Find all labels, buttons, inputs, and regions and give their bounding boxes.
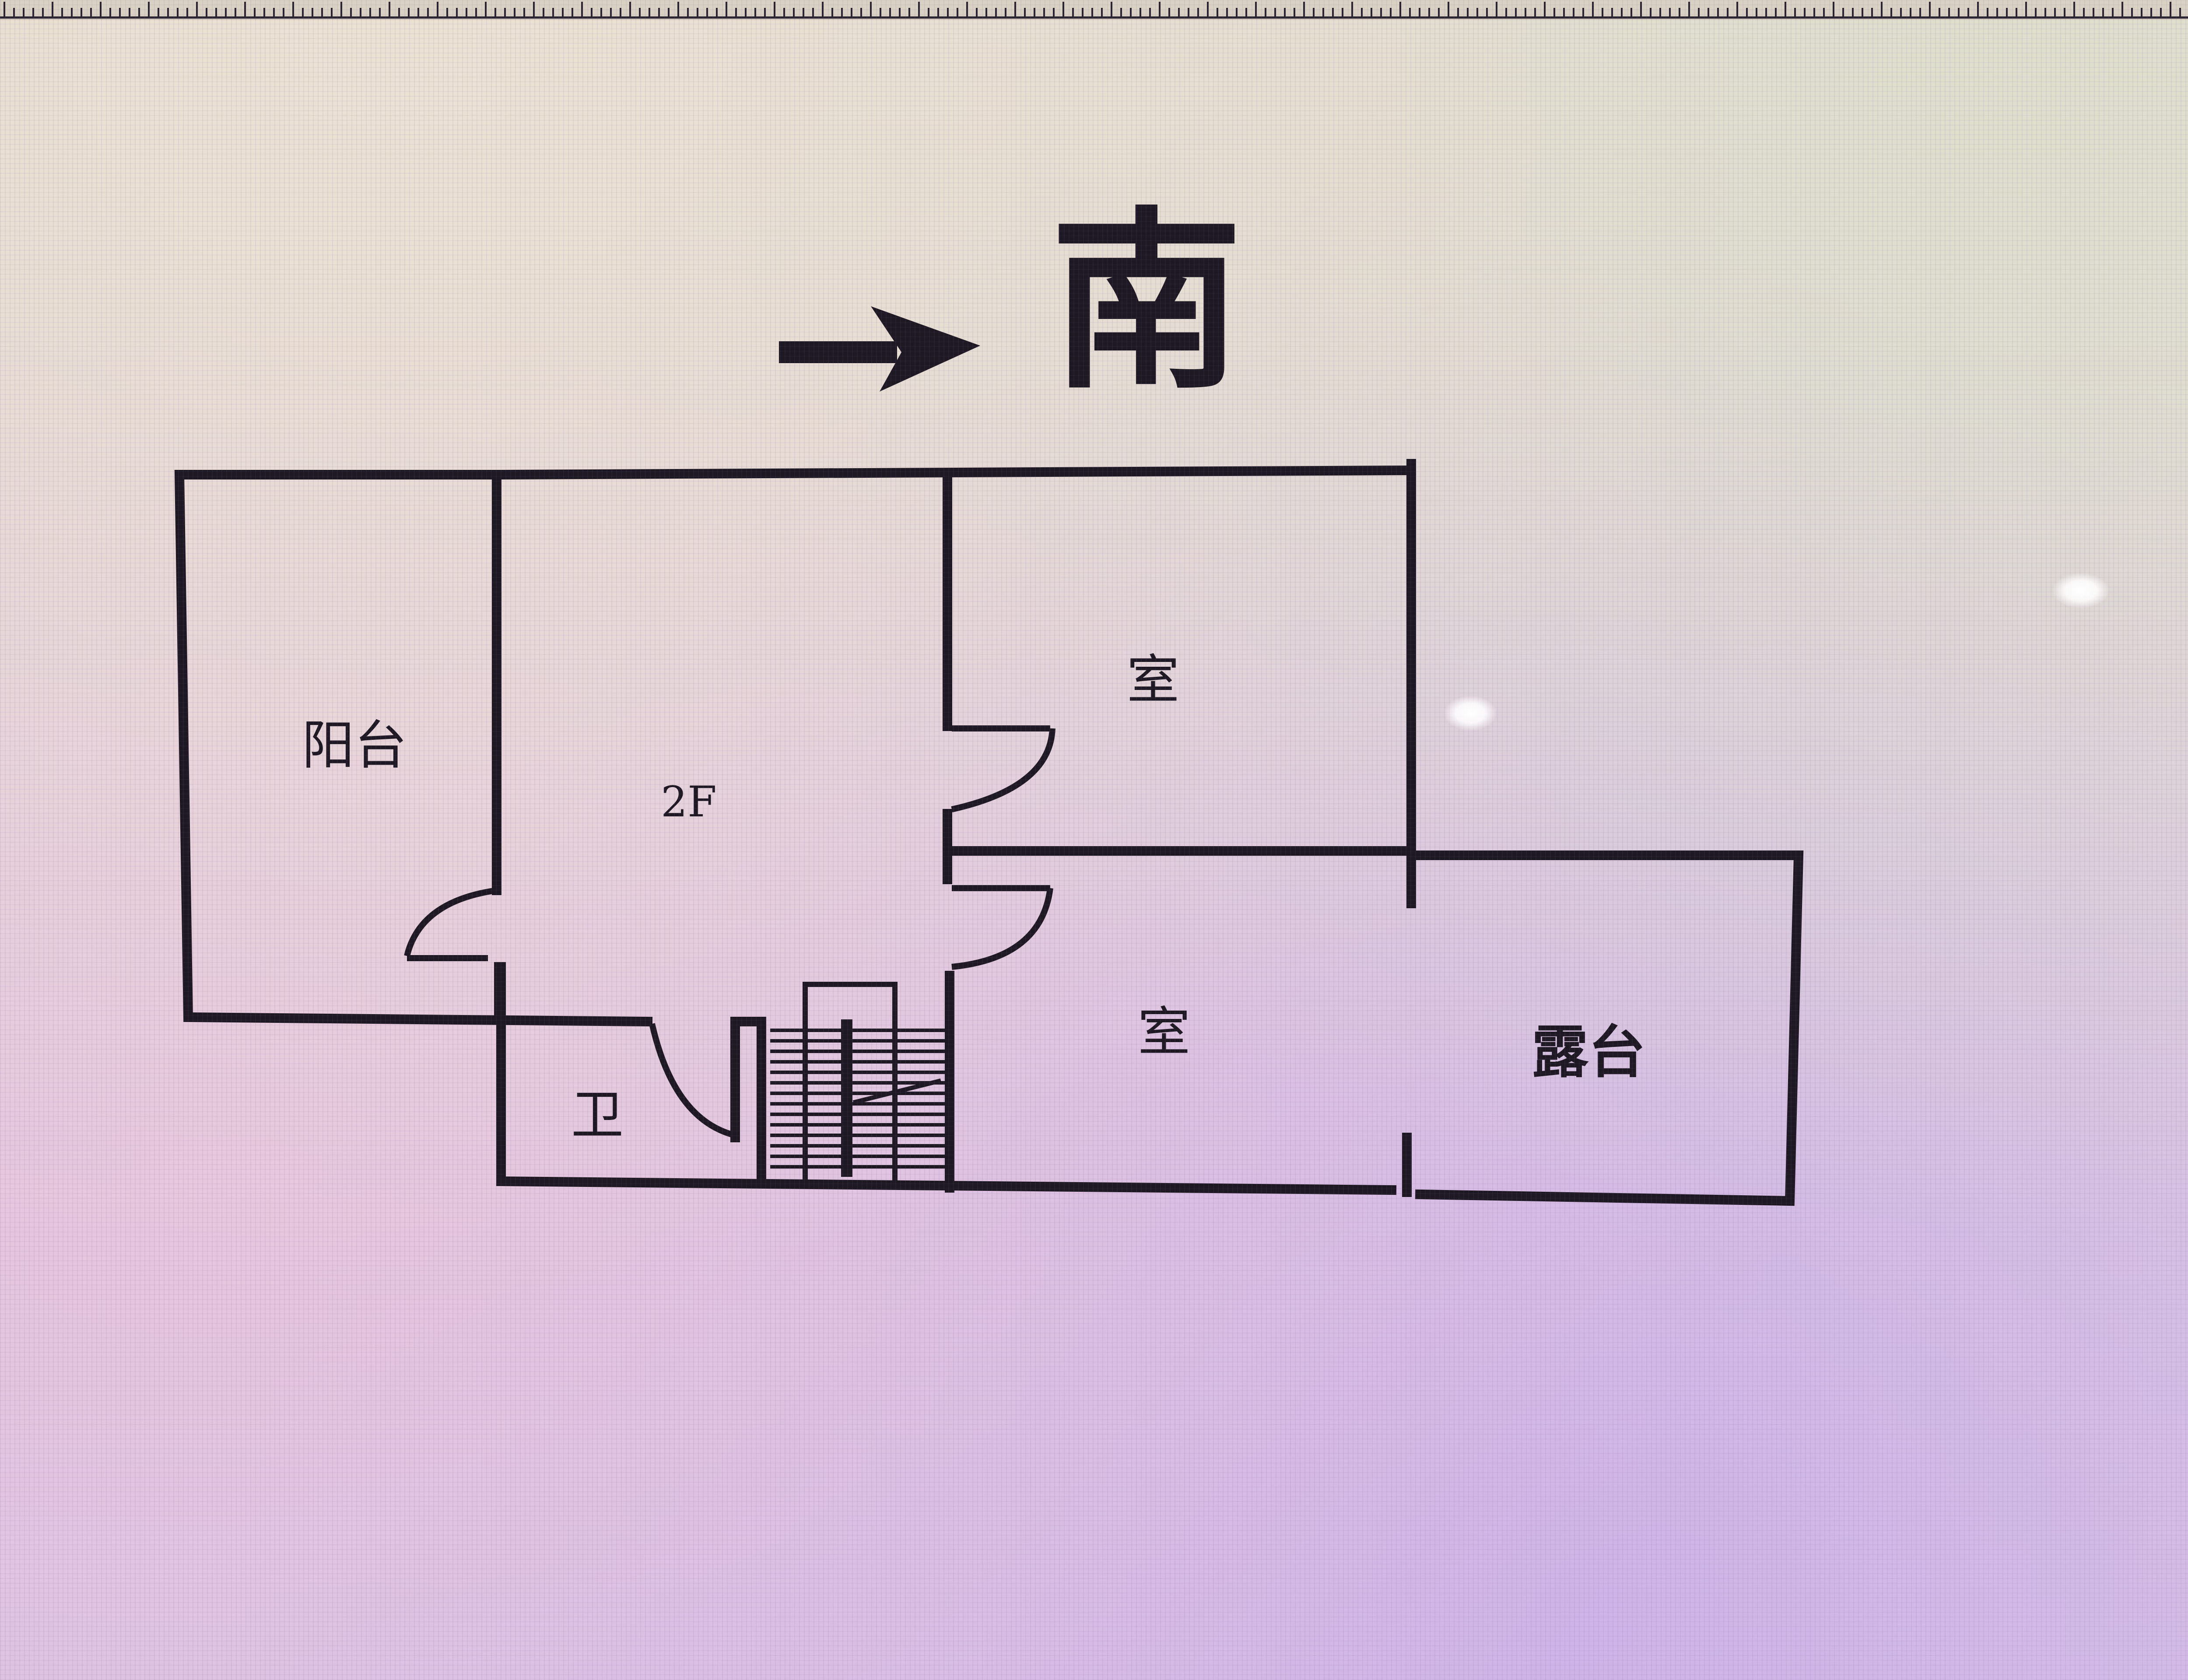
lower-room-label: 室 (1138, 1002, 1190, 1063)
upper-room-door-swing (951, 728, 1055, 812)
screen-glare (1444, 696, 1497, 731)
upper-room-label: 室 (1127, 650, 1179, 710)
balcony-outline (174, 470, 653, 1027)
south-direction-label: 南 (1050, 189, 1243, 415)
balcony-door-swing (404, 887, 497, 957)
balcony-label: 阳台 (302, 715, 407, 776)
floor-level-label: 2F (661, 777, 717, 826)
bathroom-door-swing (649, 1023, 736, 1138)
terrace-outline (1406, 850, 1804, 1206)
bathroom-stair-wall (730, 1017, 766, 1186)
arrow-right-icon (779, 306, 980, 392)
top-ruler (0, 0, 2188, 20)
bathroom-label: 卫 (571, 1085, 624, 1146)
terrace-label: 露台 (1532, 1018, 1646, 1085)
lower-room-door-swing (951, 888, 1053, 970)
staircase (770, 982, 945, 1181)
screen-glare (2052, 573, 2109, 608)
north-wall (491, 465, 1417, 480)
south-wall (496, 1176, 1397, 1195)
